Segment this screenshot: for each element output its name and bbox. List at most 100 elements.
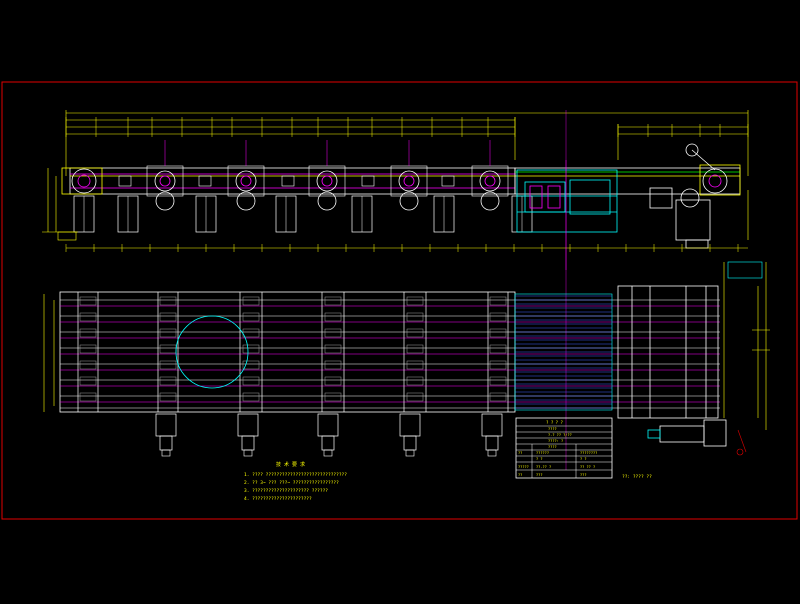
table-cell: ? ? bbox=[580, 457, 587, 461]
table-cell: ????? bbox=[518, 465, 529, 469]
drive-motors bbox=[155, 413, 503, 457]
roller bbox=[154, 170, 176, 192]
sprocket bbox=[489, 296, 507, 306]
guide-block bbox=[118, 175, 132, 187]
parts-table: ? ? ? ? ???? ?.? ?? ?/?? ????: ???????????… bbox=[515, 417, 613, 479]
roller-sets bbox=[118, 140, 509, 211]
dimension-ticks bbox=[65, 244, 739, 252]
tail-pulley bbox=[61, 167, 103, 195]
motor-end bbox=[405, 449, 415, 457]
roller-hub bbox=[240, 175, 252, 187]
motor-body bbox=[155, 413, 177, 437]
roller-lower bbox=[236, 191, 256, 211]
table-cell: ?? bbox=[518, 451, 522, 455]
table-cell: ? ? bbox=[536, 457, 543, 461]
roller bbox=[316, 170, 338, 192]
sprocket bbox=[406, 360, 424, 370]
sprocket bbox=[324, 296, 342, 306]
motor-body bbox=[237, 413, 259, 437]
sprocket bbox=[406, 328, 424, 338]
sprocket bbox=[159, 328, 177, 338]
sprocket bbox=[324, 344, 342, 354]
guide-block bbox=[361, 175, 375, 187]
table-cell: ???? bbox=[548, 445, 557, 449]
sprocket bbox=[159, 344, 177, 354]
elevation-view bbox=[42, 110, 749, 470]
chain-rails bbox=[60, 299, 720, 409]
roller bbox=[398, 170, 420, 192]
table-cell: ?????? bbox=[536, 451, 549, 455]
table-cell: ??? bbox=[536, 473, 543, 477]
roller-lower bbox=[480, 191, 500, 211]
sprocket bbox=[159, 376, 177, 386]
sprocket bbox=[242, 360, 260, 370]
sprocket bbox=[242, 328, 260, 338]
sprocket bbox=[242, 344, 260, 354]
motor-body bbox=[399, 413, 421, 437]
sprocket bbox=[242, 392, 260, 402]
table-cell: ???? bbox=[548, 427, 557, 431]
sprocket bbox=[79, 344, 97, 354]
table-header: ? ? ? ? bbox=[546, 420, 563, 425]
roller bbox=[479, 170, 501, 192]
support-legs bbox=[73, 195, 533, 233]
table-cell: ??? bbox=[580, 473, 587, 477]
sprocket bbox=[79, 312, 97, 322]
sprocket bbox=[324, 360, 342, 370]
roller-frame bbox=[308, 165, 346, 197]
table-cell: ????: ? bbox=[548, 439, 563, 443]
sprocket bbox=[489, 376, 507, 386]
slat-section bbox=[514, 293, 613, 411]
sprocket bbox=[489, 312, 507, 322]
sprocket bbox=[159, 392, 177, 402]
table-cell: ?? bbox=[518, 473, 522, 477]
motor-fan bbox=[403, 435, 417, 451]
roller-hub bbox=[403, 175, 415, 187]
motor-end bbox=[243, 449, 253, 457]
plan-columns bbox=[77, 292, 509, 412]
notes-item-1: 1. ???? ?????????????????????????????? bbox=[244, 472, 347, 478]
sprocket bbox=[79, 392, 97, 402]
sprocket bbox=[489, 392, 507, 402]
turntable-outline bbox=[175, 315, 249, 389]
sprocket bbox=[324, 392, 342, 402]
table-cell: ?.? ?? ?/?? bbox=[548, 433, 572, 437]
sprocket bbox=[79, 296, 97, 306]
dimension-ticks bbox=[65, 117, 749, 137]
motor-end bbox=[323, 449, 333, 457]
roller-frame bbox=[390, 165, 428, 197]
table-cell: ???????? bbox=[580, 451, 597, 455]
notes-title: 技 术 要 求 bbox=[276, 461, 305, 468]
right-gear-motor bbox=[647, 419, 727, 447]
table-cell: ??-?? ? bbox=[536, 465, 551, 469]
right-motor bbox=[649, 187, 711, 249]
roller-lower bbox=[317, 191, 337, 211]
technical-notes: 技 术 要 求 1. ???? ????????????????????????… bbox=[244, 461, 347, 502]
motor-fan bbox=[241, 435, 255, 451]
roller-frame bbox=[471, 165, 509, 197]
sprocket bbox=[324, 376, 342, 386]
drawing-border bbox=[1, 81, 798, 520]
sprocket bbox=[489, 344, 507, 354]
sprocket bbox=[159, 360, 177, 370]
top-dimension-lines bbox=[65, 110, 749, 176]
notes-item-2: 2. ?? 3~ ??? ???~ ????????????????? bbox=[244, 480, 339, 486]
guide-block bbox=[281, 175, 295, 187]
guide-block bbox=[441, 175, 455, 187]
motor-body bbox=[481, 413, 503, 437]
sprocket bbox=[79, 328, 97, 338]
roller-hub bbox=[321, 175, 333, 187]
sprocket bbox=[406, 312, 424, 322]
sprocket bbox=[242, 376, 260, 386]
sprocket bbox=[489, 360, 507, 370]
motor-fan bbox=[321, 435, 335, 451]
table-cell: ?? ?? ? bbox=[580, 465, 595, 469]
roller bbox=[235, 170, 257, 192]
roller-frame bbox=[146, 165, 184, 197]
plan-view bbox=[43, 261, 770, 457]
notes-item-3: 3. ????????????????????? ?????? bbox=[244, 488, 328, 494]
sprocket bbox=[242, 296, 260, 306]
motor-body bbox=[317, 413, 339, 437]
